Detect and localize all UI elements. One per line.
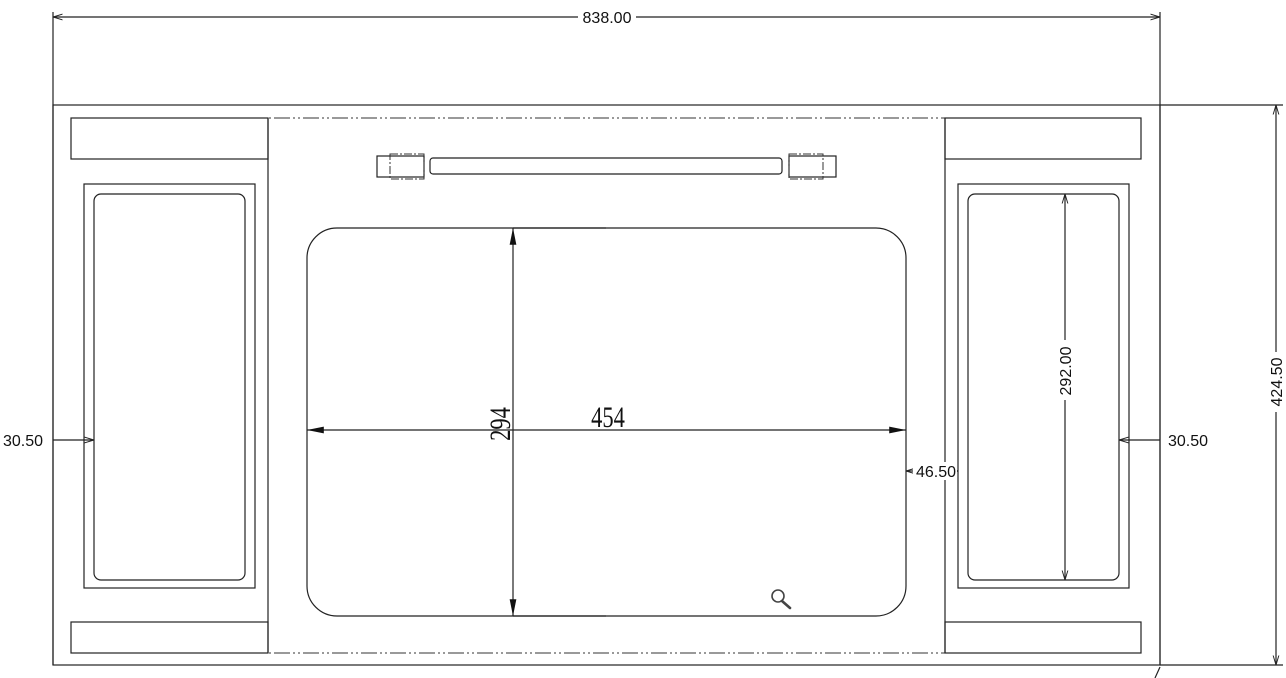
left-bottom-rail <box>70 621 269 654</box>
left-panel-inner <box>93 193 246 581</box>
right-margin-label: 30.50 <box>1168 433 1208 450</box>
cabinet-outline <box>52 104 1161 666</box>
panel-height-label: 292.00 <box>1058 346 1075 395</box>
dimension-overall-width: 838.00 <box>52 10 1161 665</box>
right-panel-inner <box>967 193 1120 581</box>
left-margin-label: 30.50 <box>3 433 43 450</box>
right-bottom-rail <box>944 621 1142 654</box>
right-panel-frame <box>957 183 1130 589</box>
central-opening <box>306 227 907 617</box>
center-gap-label: 46.50 <box>916 464 956 481</box>
left-top-rail <box>70 117 269 160</box>
right-top-rail <box>944 117 1142 160</box>
overall-width-label: 838.00 <box>583 10 632 27</box>
overall-height-label: 424.50 <box>1269 357 1286 406</box>
left-panel-frame <box>83 183 256 589</box>
magnifier-icon[interactable] <box>771 589 792 610</box>
opening-width-label: 454 <box>591 400 625 434</box>
handle <box>376 153 837 180</box>
opening-height-label: 294 <box>483 407 517 441</box>
